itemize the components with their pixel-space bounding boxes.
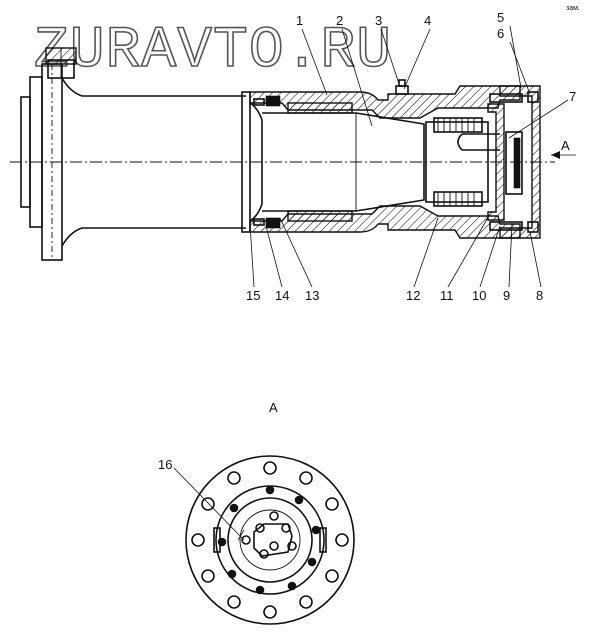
callout-11: 11 bbox=[440, 288, 454, 303]
body-section bbox=[10, 79, 555, 239]
callout-16-leader bbox=[173, 467, 245, 541]
callout-15: 15 bbox=[246, 288, 260, 303]
callout-14: 14 bbox=[275, 288, 289, 303]
callout-4: 4 bbox=[424, 13, 431, 28]
callout-8: 8 bbox=[536, 288, 543, 303]
callout-12: 12 bbox=[406, 288, 420, 303]
callout-3: 3 bbox=[375, 13, 382, 28]
bolt-holes-outer bbox=[191, 461, 349, 619]
callout-1: 1 bbox=[296, 13, 303, 28]
bolt-heads-inner bbox=[217, 485, 321, 595]
callouts-top: 1 2 3 4 5 6 7 bbox=[296, 10, 576, 139]
callout-9: 9 bbox=[503, 288, 510, 303]
view-arrow: A bbox=[551, 138, 576, 159]
callout-6: 6 bbox=[497, 26, 504, 41]
end-view bbox=[185, 455, 355, 625]
callout-5: 5 bbox=[497, 10, 504, 25]
view-label: A bbox=[269, 400, 278, 415]
callout-2: 2 bbox=[336, 13, 343, 28]
corner-mark: зам. bbox=[566, 5, 580, 12]
callout-13: 13 bbox=[305, 288, 319, 303]
callout-10: 10 bbox=[472, 288, 486, 303]
watermark: ZURAVTO.RU bbox=[34, 19, 392, 84]
callout-16: 16 bbox=[158, 457, 172, 472]
arrow-label: A bbox=[561, 138, 570, 153]
callouts-bottom: 15 14 13 12 11 10 9 8 bbox=[246, 213, 543, 303]
thread-ring bbox=[437, 118, 475, 206]
callout-7: 7 bbox=[569, 89, 576, 104]
